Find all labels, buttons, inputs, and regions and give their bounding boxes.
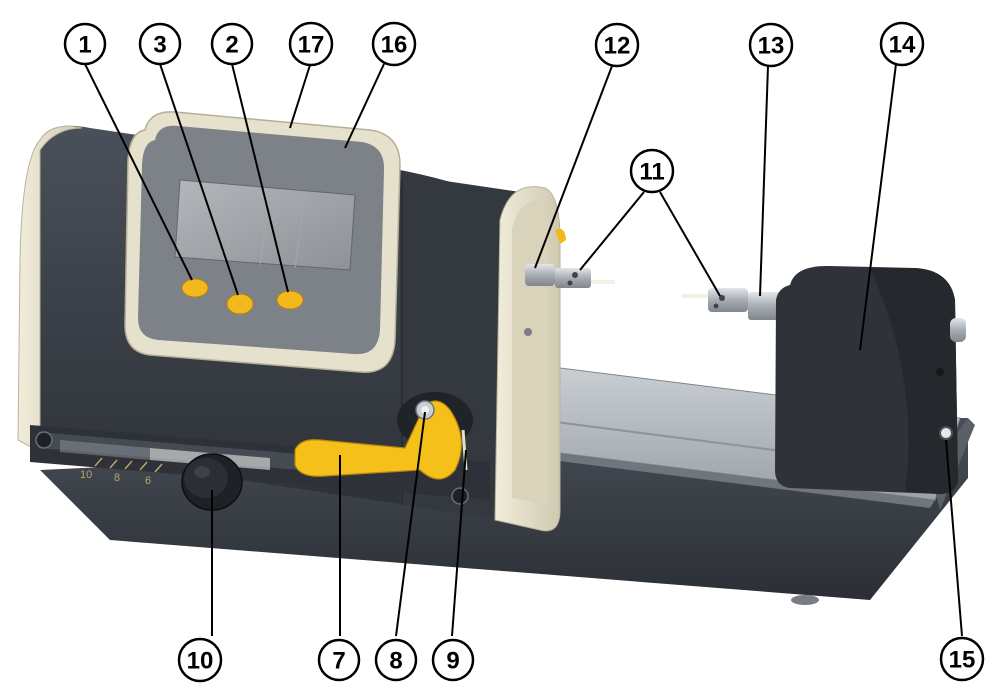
- callout-2: 2: [210, 22, 254, 66]
- callout-number: 2: [225, 32, 238, 59]
- callout-number: 12: [604, 33, 631, 60]
- leader-lines: [84, 63, 963, 637]
- callout-1: 1: [63, 22, 107, 66]
- callout-number: 10: [187, 648, 214, 675]
- button-3[interactable]: [226, 293, 254, 315]
- callout-9: 9: [431, 638, 475, 682]
- callout-14: 14: [879, 21, 925, 67]
- display-buttons: [181, 278, 304, 315]
- callout-3: 3: [138, 22, 182, 66]
- scale-label: 10: [80, 469, 92, 481]
- callout-8: 8: [374, 638, 418, 682]
- adjustment-knob: [181, 453, 243, 511]
- callout-number: 15: [949, 647, 976, 674]
- callout-7: 7: [317, 638, 361, 682]
- callout-number: 1: [78, 32, 91, 59]
- button-1[interactable]: [181, 278, 209, 298]
- callout-number: 14: [889, 32, 916, 59]
- callout-number: 11: [639, 159, 664, 186]
- callout-number: 17: [298, 32, 325, 59]
- left-spindle: [525, 228, 615, 288]
- callout-16: 16: [371, 21, 417, 67]
- callout-number: 8: [389, 648, 402, 675]
- scale-label: 6: [145, 475, 151, 487]
- callout-17: 17: [288, 21, 334, 67]
- left-end-frame: [17, 125, 83, 453]
- button-2[interactable]: [276, 290, 304, 310]
- callout-12: 12: [594, 22, 640, 68]
- display-unit: [124, 111, 401, 373]
- callout-13: 13: [748, 22, 794, 68]
- callout-number: 7: [332, 648, 345, 675]
- callout-number: 13: [758, 33, 785, 60]
- scale-label: 8: [114, 472, 120, 484]
- scale-strip: 10 8 6 4: [30, 425, 490, 505]
- callout-number: 16: [381, 32, 408, 59]
- callout-number: 9: [446, 648, 459, 675]
- callout-number: 3: [153, 32, 166, 59]
- right-end-frame: [494, 186, 561, 532]
- callout-11: 11: [629, 148, 675, 194]
- callout-15: 15: [939, 636, 985, 682]
- tailstock: [682, 265, 966, 494]
- callout-10: 10: [177, 637, 223, 683]
